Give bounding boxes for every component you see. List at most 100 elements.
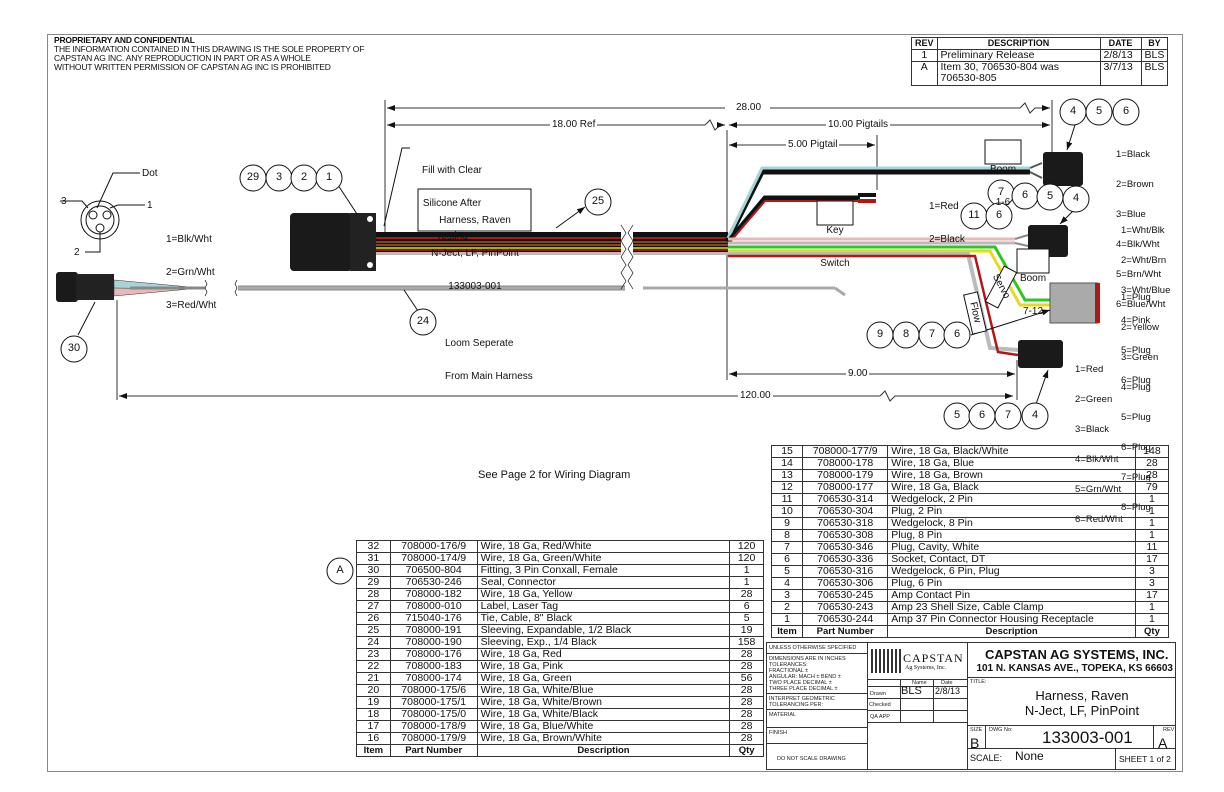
bom-qty: 28 <box>1134 457 1170 470</box>
title-block: UNLESS OTHERWISE SPECIFIED DIMENSIONS AR… <box>766 642 1176 770</box>
bom-item: 25 <box>356 624 391 637</box>
conxall-end-view <box>60 172 145 253</box>
main-amp-connector <box>290 147 410 271</box>
bom-qty: 28 <box>729 696 764 709</box>
dim-120-label: 120.00 <box>738 390 773 401</box>
tol-line: TWO PLACE DECIMAL ± <box>769 680 832 686</box>
pin-text: 1=Plug <box>1121 292 1151 303</box>
bom-qty-header: Qty <box>729 744 764 757</box>
tol-line: TOLERANCES: <box>769 662 808 668</box>
drawn-date: 2/8/13 <box>935 686 961 696</box>
pin-text: 4=Plug <box>1121 382 1151 393</box>
see-page-note: See Page 2 for Wiring Diagram <box>478 469 631 481</box>
pin-text: 1=Red <box>929 201 959 212</box>
bom-item: 12 <box>770 481 804 494</box>
bom-qty: 79 <box>1134 481 1170 494</box>
bom-qty: 1 <box>729 564 764 577</box>
bom-part: 706530-244 <box>802 613 889 626</box>
bom-item: 13 <box>770 469 804 482</box>
title-line: N-Ject, LF, PinPoint <box>1024 703 1140 718</box>
bom-item: 8 <box>770 529 804 542</box>
conxall-pinout: 1=Blk/Wht 2=Grn/Wht 3=Red/Wht <box>166 212 216 322</box>
balloon-boom1: 5 <box>1095 105 1103 117</box>
size-label: SIZE <box>970 727 983 733</box>
rev-desc: Item 30, 706530-804 was 706530-805 <box>936 61 1101 86</box>
bom-item: 29 <box>356 576 391 589</box>
interpret-note: INTERPRET GEOMETRIC TOLERANCING PER: <box>769 696 835 708</box>
bom-desc: Amp Contact Pin <box>887 589 1136 602</box>
bom-part: 708000-177 <box>802 481 889 494</box>
note-line: Silicone After <box>422 198 482 209</box>
bom-desc: Wire, 18 Ga, Brown <box>887 469 1136 482</box>
balloon-boom1: 4 <box>1069 105 1077 117</box>
bom-part: 706530-318 <box>802 517 889 530</box>
pin-text: 6=Plug <box>1121 375 1151 386</box>
dim-9-label: 9.00 <box>846 368 870 379</box>
bom-item: 32 <box>356 540 391 553</box>
dim-10-label: 10.00 Pigtails <box>826 119 891 130</box>
boom-1-6-branch <box>725 152 1083 242</box>
rev-by: BLS <box>1140 61 1169 86</box>
bom-item: 17 <box>356 720 391 733</box>
bom-qty: 28 <box>729 588 764 601</box>
balloon-servo: 6 <box>953 328 961 340</box>
pin-text: 2=Brown <box>1116 179 1154 190</box>
dim-120 <box>119 390 1013 402</box>
company-name: CAPSTAN AG SYSTEMS, INC. <box>985 647 1169 662</box>
bom-qty: 120 <box>729 552 764 565</box>
balloon-servo: 8 <box>902 328 910 340</box>
revision-table: REV DESCRIPTION DATE BY 1 Preliminary Re… <box>911 37 1169 86</box>
bom-part: 706530-308 <box>802 529 889 542</box>
company-address: 101 N. KANSAS AVE., TOPEKA, KS 66603 <box>976 663 1173 674</box>
bom-qty: 1 <box>1134 517 1170 530</box>
bom-part: 708000-175/0 <box>389 708 478 721</box>
sheet-number: SHEET 1 of 2 <box>1119 754 1171 764</box>
bom-item: 21 <box>356 672 391 685</box>
bom-desc: Wire, 18 Ga, White/Blue <box>476 684 731 697</box>
notice-heading: PROPRIETARY AND CONFIDENTIAL <box>54 35 195 45</box>
size-value: B <box>970 735 980 751</box>
bom-qty: 28 <box>729 708 764 721</box>
title-line: Harness, Raven <box>1035 688 1129 703</box>
pin-text: 2=Yellow <box>1121 322 1159 333</box>
bom-part-header: Part Number <box>802 625 889 638</box>
bom-part: 708000-175/1 <box>389 696 478 709</box>
bom-item: 4 <box>770 577 804 590</box>
label-line: Boom <box>1019 273 1047 284</box>
bom-desc-header: Description <box>887 625 1136 638</box>
bom-part: 706530-306 <box>802 577 889 590</box>
pin-text: 1=Black <box>1116 149 1151 160</box>
bom-item: 7 <box>770 541 804 554</box>
bom-item: 9 <box>770 517 804 530</box>
note-line: Testing <box>436 231 468 242</box>
bom-item: 18 <box>356 708 391 721</box>
bom-qty: 6 <box>729 600 764 613</box>
bom-part: 708000-179 <box>802 469 889 482</box>
drawn-name: BLS <box>901 685 922 697</box>
balloon-sleeve: 25 <box>591 195 605 207</box>
bom-qty: 1 <box>1134 601 1170 614</box>
bom-desc: Wire, 18 Ga, White/Black <box>476 708 731 721</box>
pin2-label: 2 <box>74 247 80 258</box>
bom-desc: Plug, Cavity, White <box>887 541 1136 554</box>
bom-item: 19 <box>356 696 391 709</box>
harness-label: Harness, Raven N-Ject, LF, PinPoint 1330… <box>420 193 530 303</box>
bom-desc: Wire, 18 Ga, Red/White <box>476 540 731 553</box>
proprietary-notice: PROPRIETARY AND CONFIDENTIAL THE INFORMA… <box>54 36 364 72</box>
bom-item: 31 <box>356 552 391 565</box>
fill-note: Fill with Clear Silicone After Testing <box>422 143 482 253</box>
rev-label: REV <box>1163 727 1175 733</box>
pin-text: 3=Wht/Blue <box>1121 285 1171 296</box>
